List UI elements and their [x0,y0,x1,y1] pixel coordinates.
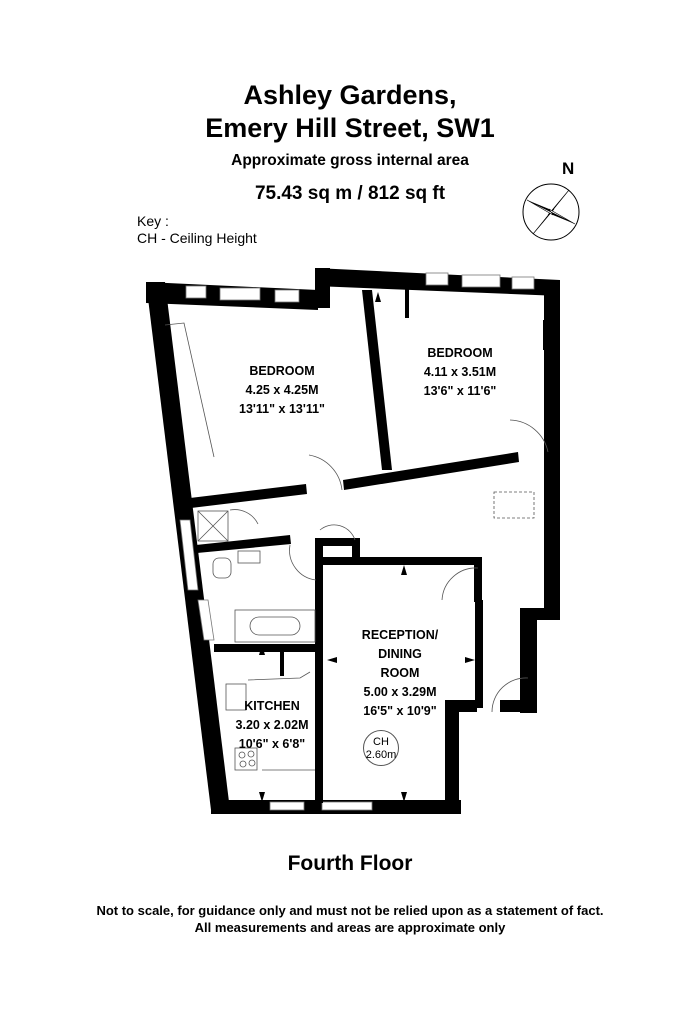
compass-rose-icon [522,183,580,241]
ceiling-height-label: CH [373,736,389,748]
room-name-line3: ROOM [380,666,420,680]
windows [179,272,535,811]
room-imperial: 10'6" x 6'8" [238,737,306,751]
floor-label: Fourth Floor [287,852,413,875]
ceiling-height-badge: CH 2.60m [363,730,399,766]
room-name-line2: DINING [378,647,422,661]
room-metric: 3.20 x 2.02M [235,718,309,732]
room-name: KITCHEN [244,699,300,713]
room-label-bedroom-2: BEDROOM 4.11 x 3.51M 13'6" x 11'6" [400,344,520,401]
room-label-kitchen: KITCHEN 3.20 x 2.02M 10'6" x 6'8" [222,697,322,754]
north-label: N [562,159,575,178]
property-name: Ashley Gardens, [243,80,457,110]
room-imperial: 13'11" x 13'11" [239,402,325,416]
area-value: 75.43 sq m / 812 sq ft [254,183,446,204]
measurement-arrows [209,292,475,802]
room-metric: 5.00 x 3.29M [363,685,437,699]
area-caption: Approximate gross internal area [231,152,469,169]
room-imperial: 13'6" x 11'6" [423,384,497,398]
interior-walls [190,288,519,803]
disclaimer: Not to scale, for guidance only and must… [0,902,700,936]
ceiling-height-value: 2.60m [365,749,397,761]
disclaimer-line2: All measurements and areas are approxima… [194,920,506,935]
room-metric: 4.25 x 4.25M [245,383,319,397]
room-metric: 4.11 x 3.51M [423,365,497,379]
room-name-line1: RECEPTION/ [361,628,439,642]
key-item-ceiling-height: CH - Ceiling Height [137,230,257,246]
property-address: Emery Hill Street, SW1 [205,113,495,143]
room-label-reception: RECEPTION/ DINING ROOM 5.00 x 3.29M 16'5… [340,626,460,721]
key-title: Key : [137,213,169,229]
key-legend: Key : CH - Ceiling Height [137,213,257,247]
fixtures [164,322,549,771]
disclaimer-line1: Not to scale, for guidance only and must… [96,903,604,918]
room-imperial: 16'5" x 10'9" [363,704,437,718]
room-name: BEDROOM [249,364,315,378]
room-label-bedroom-1: BEDROOM 4.25 x 4.25M 13'11" x 13'11" [222,362,342,419]
room-name: BEDROOM [427,346,493,360]
